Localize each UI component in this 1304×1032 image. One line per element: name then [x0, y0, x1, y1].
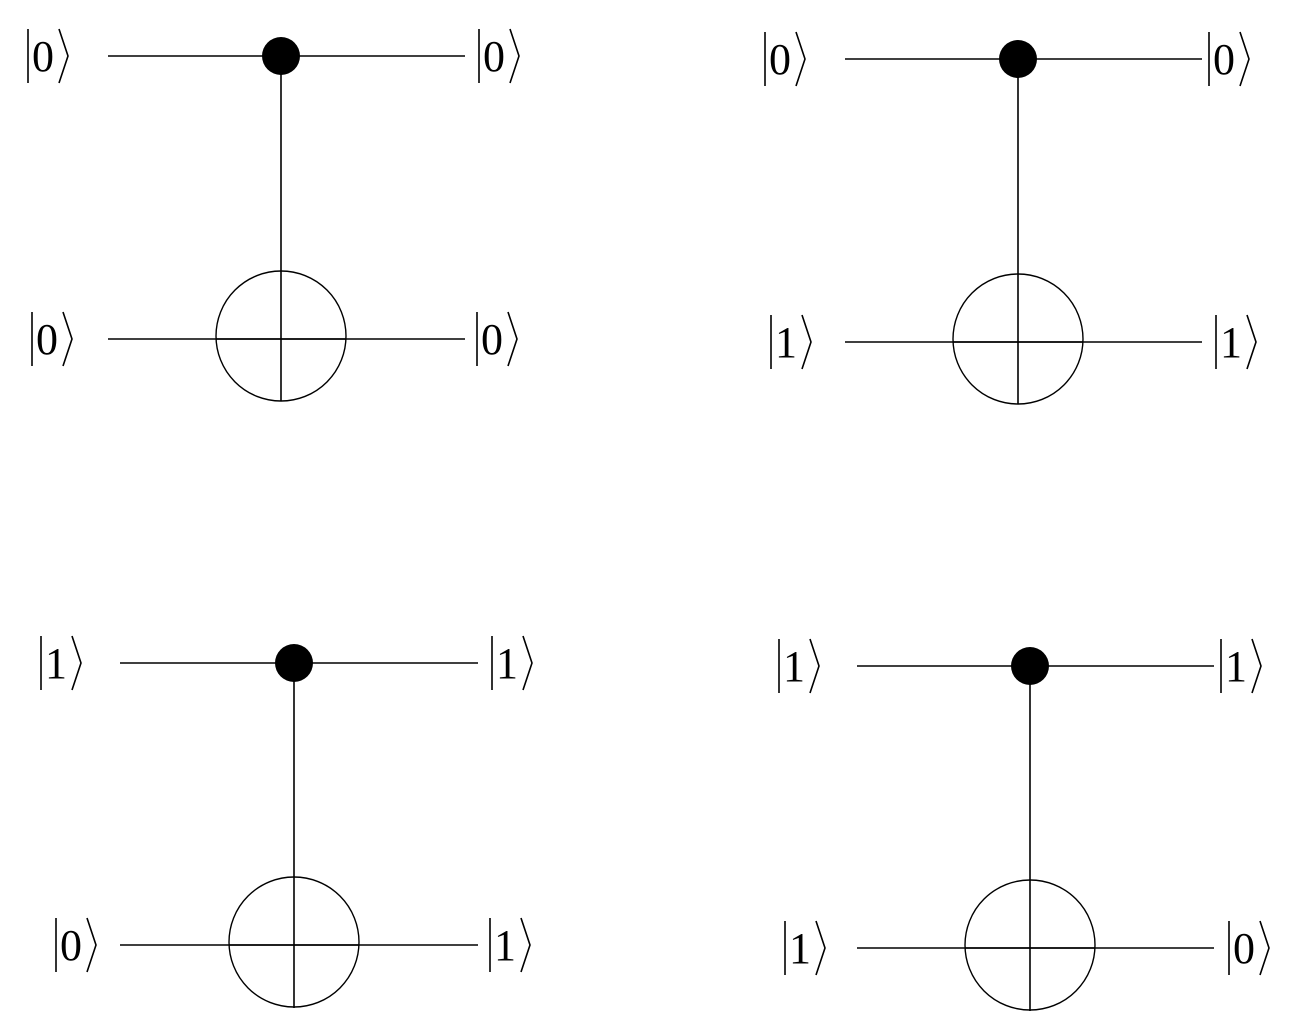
control-dot [275, 644, 313, 682]
control-dot [262, 37, 300, 75]
cnot-circuit-3: 1 0 1 1 [40, 635, 533, 1008]
ket-value: 0 [483, 32, 505, 81]
ket-control-out: 1 [491, 635, 533, 691]
target-ring [964, 879, 1096, 1011]
ket-target-out: 1 [489, 917, 531, 973]
ket-value: 1 [775, 318, 797, 367]
ket-value: 1 [496, 639, 518, 688]
ket-value: 0 [1233, 924, 1255, 973]
ket-control-in: 1 [40, 635, 82, 691]
ket-target-out: 1 [1215, 314, 1257, 370]
ket-value: 0 [36, 315, 58, 364]
ket-value: 0 [481, 315, 503, 364]
ket-target-in: 0 [31, 311, 73, 367]
ket-value: 0 [32, 32, 54, 81]
ket-value: 1 [1220, 318, 1242, 367]
ket-target-out: 0 [476, 311, 518, 367]
cnot-circuit-1: 0 0 0 0 [27, 28, 520, 402]
ket-value: 1 [789, 924, 811, 973]
ket-target-in: 1 [770, 314, 812, 370]
ket-control-in: 1 [778, 638, 820, 694]
ket-control-out: 0 [1208, 31, 1250, 87]
ket-value: 1 [45, 639, 67, 688]
ket-value: 0 [60, 921, 82, 970]
ket-target-out: 0 [1228, 920, 1270, 976]
cnot-circuit-4: 1 1 1 0 [778, 638, 1270, 1011]
ket-control-out: 0 [478, 28, 520, 84]
ket-control-in: 0 [764, 31, 806, 87]
control-dot [999, 40, 1037, 78]
target-ring [952, 273, 1084, 405]
ket-value: 1 [494, 921, 516, 970]
target-ring [215, 270, 347, 402]
target-ring [228, 876, 360, 1008]
ket-value: 1 [1225, 642, 1247, 691]
cnot-circuit-2: 0 1 0 1 [764, 31, 1257, 405]
control-dot [1011, 647, 1049, 685]
ket-value: 0 [769, 35, 791, 84]
ket-value: 0 [1213, 35, 1235, 84]
ket-control-out: 1 [1220, 638, 1262, 694]
ket-target-in: 0 [55, 917, 97, 973]
ket-value: 1 [783, 642, 805, 691]
ket-control-in: 0 [27, 28, 69, 84]
ket-target-in: 1 [784, 920, 826, 976]
